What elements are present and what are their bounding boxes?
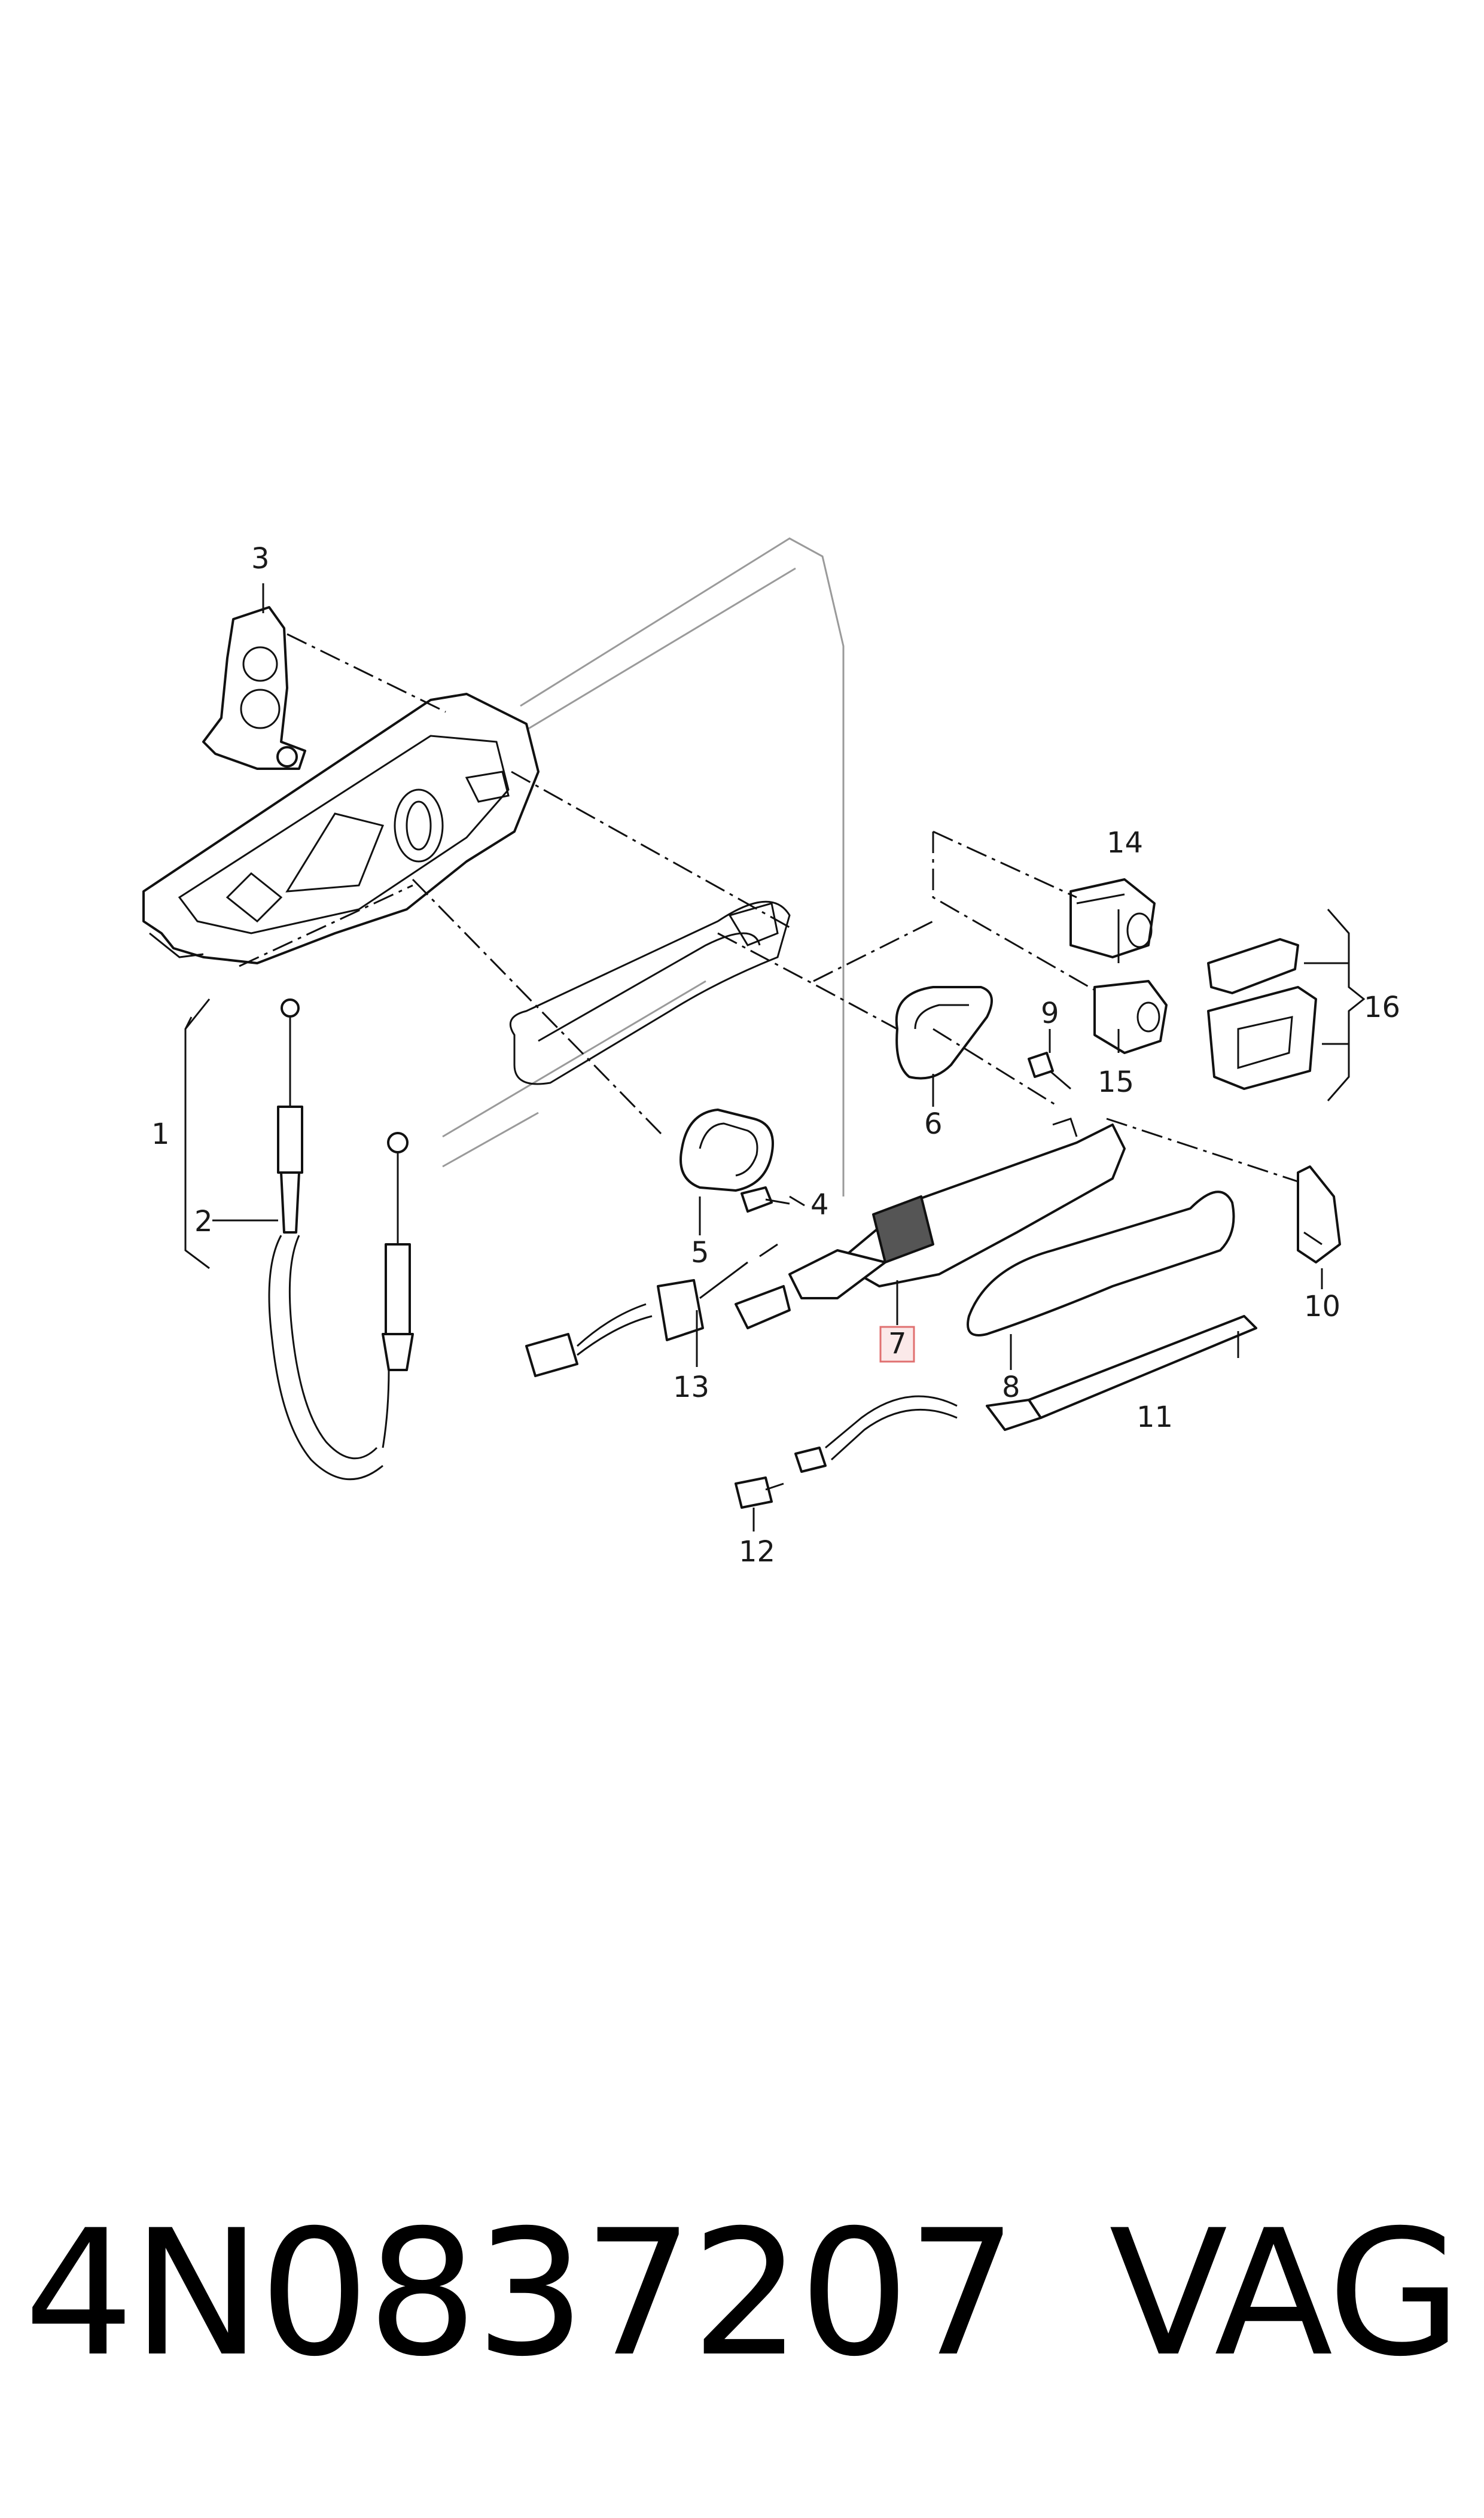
covers-16 bbox=[1207, 938, 1317, 1090]
callout-5: 5 bbox=[691, 1236, 709, 1269]
bowden-cables bbox=[268, 998, 414, 1481]
door-handle-recess bbox=[509, 900, 791, 1085]
callout-8: 8 bbox=[1002, 1371, 1020, 1404]
callout-12: 12 bbox=[739, 1535, 775, 1569]
part-number: 4N0837207 bbox=[24, 2193, 1017, 2395]
callout-7: 7 bbox=[888, 1327, 907, 1360]
callout-10: 10 bbox=[1304, 1290, 1340, 1323]
callout-2: 2 bbox=[194, 1205, 213, 1238]
end-cap-10 bbox=[1297, 1165, 1341, 1263]
sensor-strip-11 bbox=[825, 1315, 1257, 1461]
connector-12 bbox=[735, 1447, 827, 1509]
handle-cap-8 bbox=[967, 1191, 1235, 1336]
callout-7-highlight bbox=[879, 1326, 915, 1363]
door-panel-outline bbox=[442, 537, 845, 1196]
callout-9: 9 bbox=[1041, 997, 1059, 1030]
lock-cylinder-housing bbox=[202, 606, 306, 770]
brand-name: VAG bbox=[1109, 2193, 1462, 2395]
callout-11: 11 bbox=[1136, 1400, 1173, 1434]
seal-6 bbox=[895, 986, 993, 1080]
footer: 4N0837207 VAG bbox=[24, 2193, 1462, 2395]
callout-lines bbox=[184, 583, 1366, 1531]
assembly-lines bbox=[239, 633, 1299, 1258]
screw-9 bbox=[1028, 1052, 1071, 1090]
callout-6: 6 bbox=[924, 1107, 943, 1141]
lock-cylinder-15 bbox=[1093, 980, 1168, 1054]
handle-carrier-bracket bbox=[142, 693, 540, 964]
callout-4: 4 bbox=[810, 1188, 829, 1222]
exploded-parts-diagram: 1 2 3 4 5 6 7 8 9 10 11 12 13 14 15 16 bbox=[142, 537, 1400, 1569]
callout-labels: 1 2 3 4 5 6 7 8 9 10 11 12 13 14 15 16 bbox=[151, 542, 1400, 1569]
bolt-4 bbox=[741, 1186, 790, 1213]
outer-door-handle bbox=[735, 1118, 1126, 1329]
callout-14: 14 bbox=[1107, 826, 1143, 860]
gasket-5 bbox=[679, 1109, 774, 1192]
callout-13: 13 bbox=[673, 1371, 709, 1404]
callout-1: 1 bbox=[151, 1118, 170, 1151]
lock-cylinder-14 bbox=[1069, 878, 1156, 958]
wiring-harness-13 bbox=[525, 1261, 748, 1377]
callout-3: 3 bbox=[251, 542, 270, 576]
callout-15: 15 bbox=[1098, 1065, 1134, 1099]
callout-16: 16 bbox=[1364, 991, 1400, 1024]
